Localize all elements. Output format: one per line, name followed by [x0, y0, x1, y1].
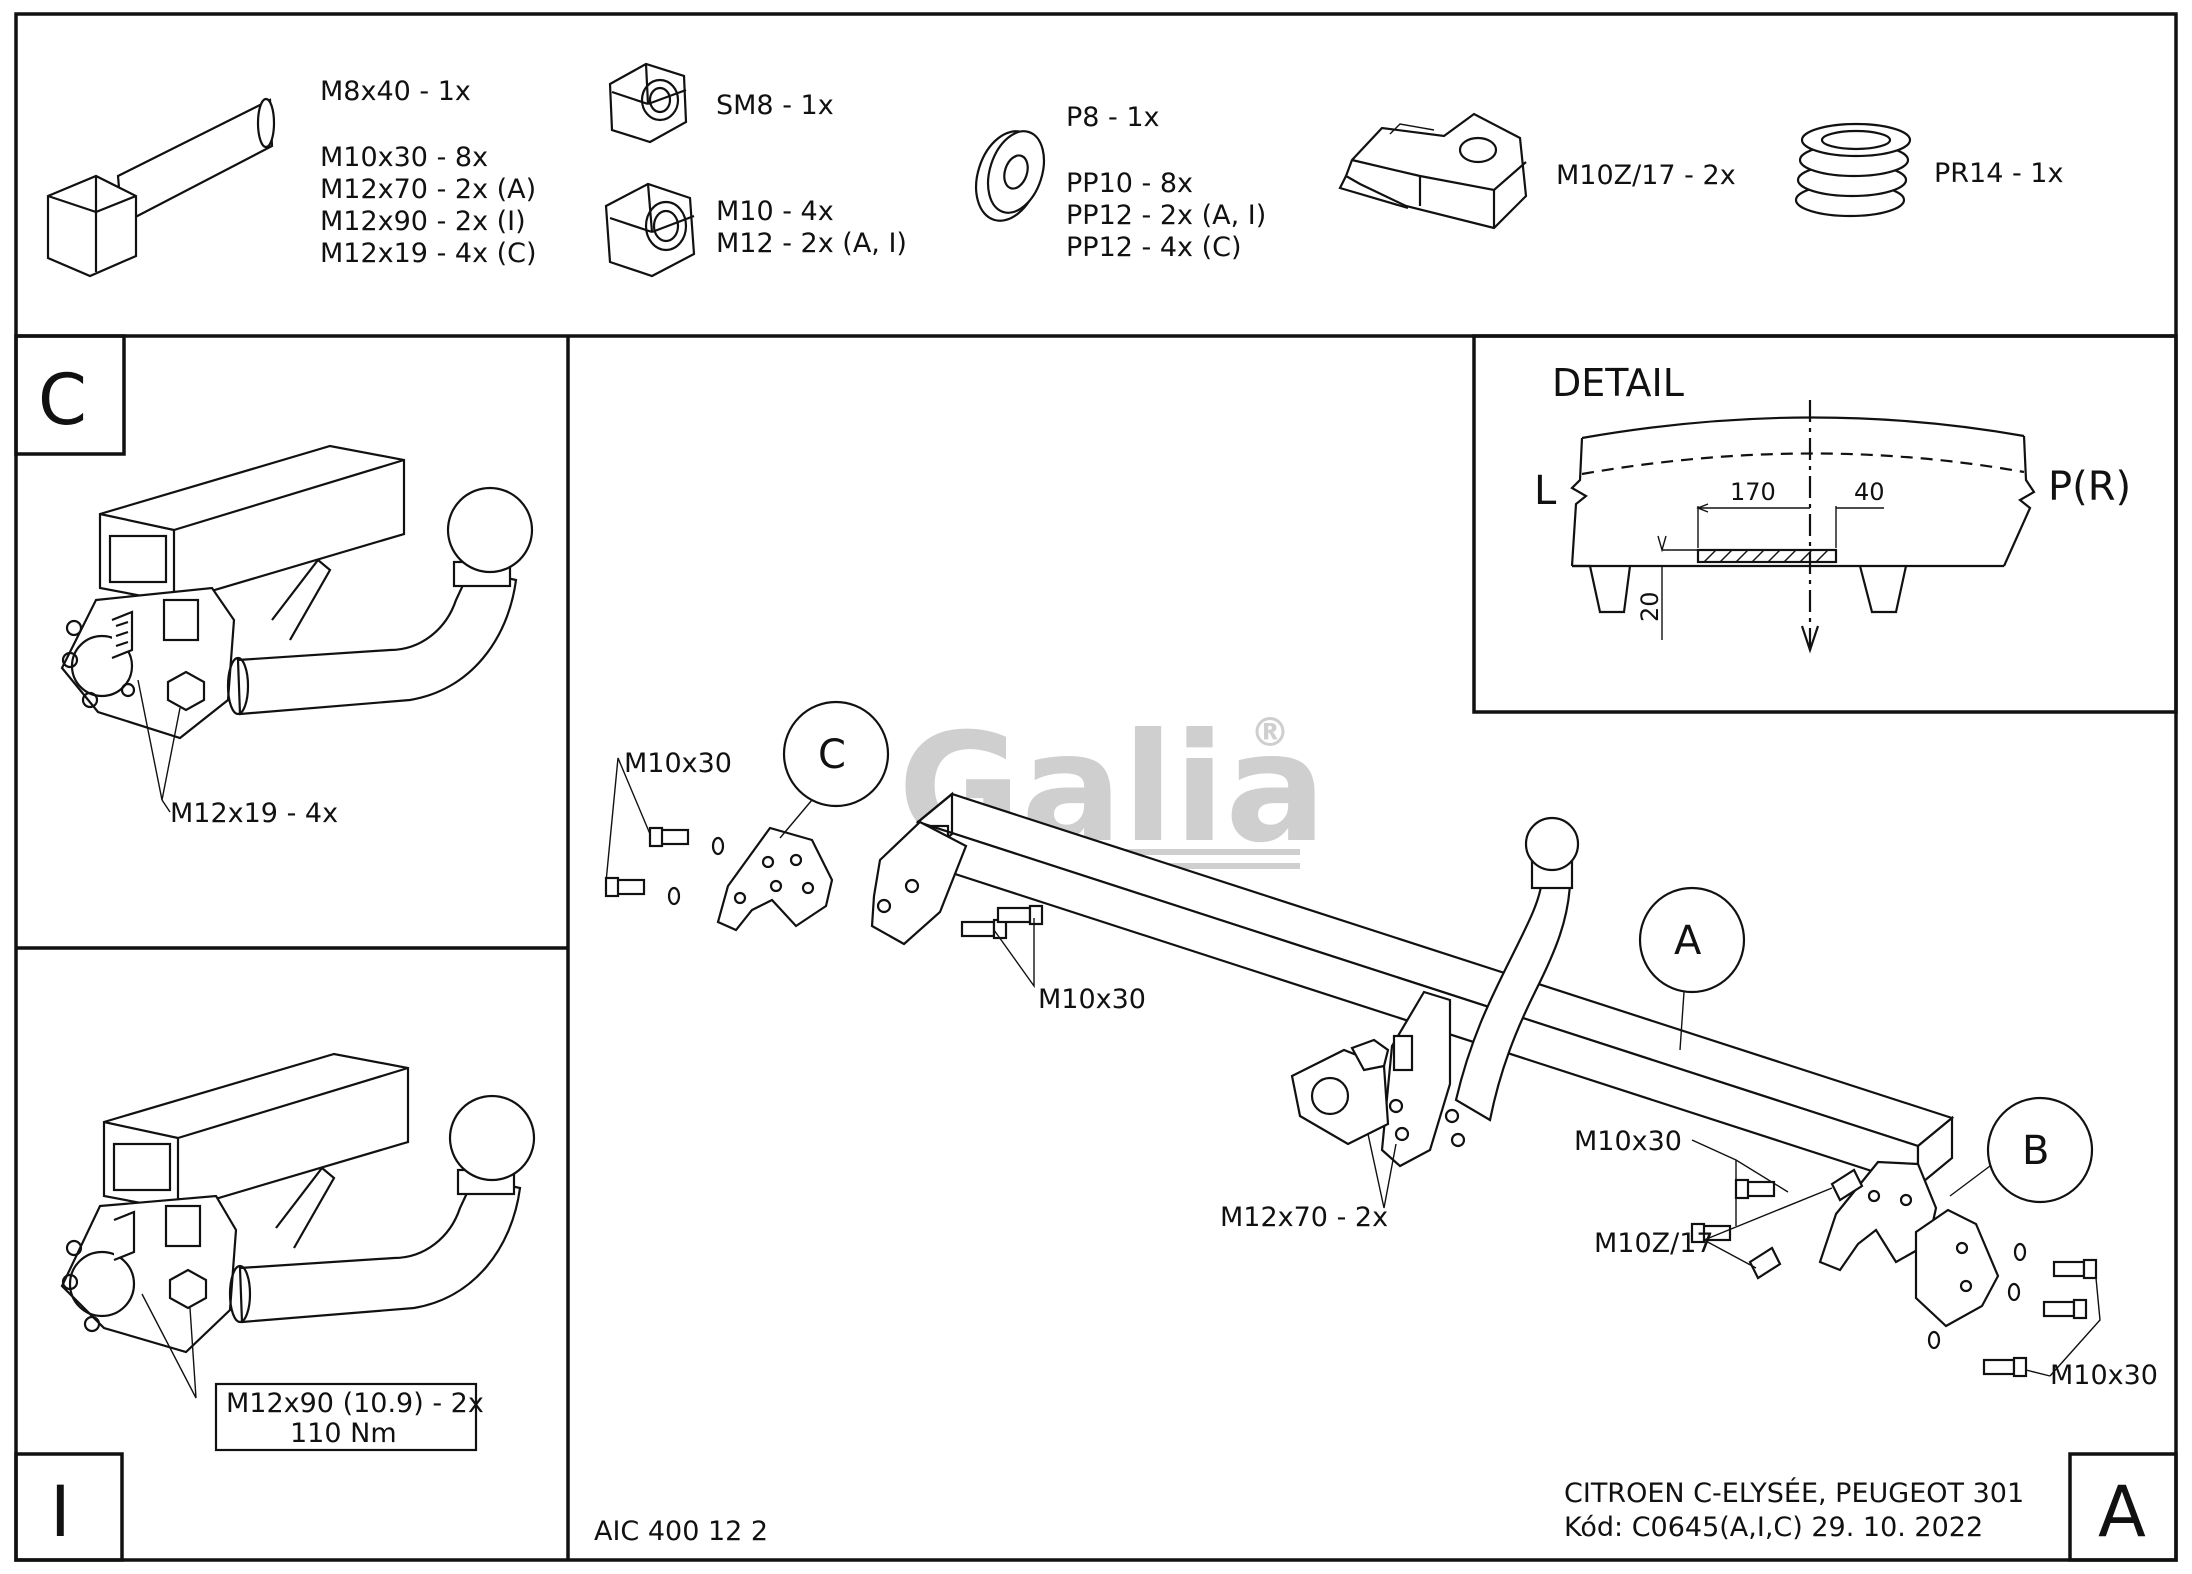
label-bolt-right-bottom: M10x30 [2050, 1360, 2158, 1391]
detail-title: DETAIL [1552, 361, 1684, 405]
vehicle-name: CITROEN C-ELYSÉE, PEUGEOT 301 [1564, 1477, 2024, 1509]
part-washer-line-3: PP12 - 2x (A, I) [1066, 200, 1266, 231]
part-bolt-line-3: M12x70 - 2x (A) [320, 174, 536, 205]
callout-a-leader [1679, 991, 1685, 1051]
callout-circle-c [782, 700, 890, 808]
detail-dim-20: 20 [1636, 591, 1664, 622]
callout-c-letter: C [818, 732, 846, 778]
part-bolt-line-5: M12x19 - 4x (C) [320, 238, 537, 269]
callout-b-leader [1949, 1165, 1991, 1197]
left-bracket [870, 820, 968, 946]
part-nut-line-1: M10 - 4x [716, 196, 834, 227]
part-bolt-line-2: M10x30 - 8x [320, 142, 488, 173]
label-cage-nut: M10Z/17 [1594, 1228, 1714, 1259]
label-bolt-left-bottom: M10x30 [1038, 984, 1146, 1015]
callout-b-letter: B [2022, 1128, 2049, 1174]
detail-bumper-section [1570, 400, 2036, 654]
detail-dim-170: 170 [1730, 478, 1776, 506]
nut-icon [604, 182, 696, 278]
callout-a-letter: A [1674, 918, 1702, 964]
part-washer-line-2: PP10 - 8x [1066, 168, 1193, 199]
detail-dim-40: 40 [1854, 478, 1885, 506]
panel-i-torque: 110 Nm [290, 1418, 397, 1449]
panel-i-letter-box [14, 1452, 124, 1562]
leader-cage-nut-2 [1703, 1239, 1757, 1269]
part-bolt-line-1: M8x40 - 1x [320, 76, 471, 107]
corner-letter: A [2098, 1471, 2146, 1553]
kod-line: Kód: C0645(A,I,C) 29. 10. 2022 [1564, 1512, 1983, 1543]
bolt-icon [46, 97, 276, 278]
washer-icon [975, 130, 1046, 222]
callout-c-leader [779, 799, 813, 839]
panel-i-towbar-illustration [60, 1052, 536, 1354]
label-bolt-left-top: M10x30 [624, 748, 732, 779]
part-cage-nut: M10Z/17 - 2x [1556, 160, 1736, 191]
callout-circle-b [1986, 1096, 2094, 1204]
label-bolt-right-top: M10x30 [1574, 1126, 1682, 1157]
panel-c-letter: C [38, 359, 87, 441]
panel-i-leader [141, 1293, 197, 1399]
leader-right-bottom [2049, 1277, 2101, 1377]
corner-letter-box [2068, 1452, 2178, 1562]
part-spring-washer: PR14 - 1x [1934, 158, 2063, 189]
part-washer-line-4: PP12 - 4x (C) [1066, 232, 1242, 263]
part-washer-line-1: P8 - 1x [1066, 102, 1160, 133]
detail-left-label: L [1534, 468, 1557, 514]
watermark-reg-mark: ® [1250, 710, 1290, 756]
product-code: AIC 400 12 2 [594, 1516, 768, 1547]
cage-nuts [1748, 1168, 1864, 1280]
panel-c-towbar-illustration [60, 444, 534, 740]
label-bolt-ball-mount: M12x70 - 2x [1220, 1202, 1388, 1233]
callout-circle-a [1638, 886, 1746, 994]
outer-frame [14, 12, 2178, 1562]
part-bolt-line-4: M12x90 - 2x (I) [320, 206, 526, 237]
panel-c-bolt-label: M12x19 - 4x [170, 798, 338, 829]
self-lock-nut-icon [608, 62, 688, 144]
leader-left-top [605, 757, 651, 883]
leader-ball-mount [1367, 1133, 1397, 1209]
panel-c-leader-2 [161, 799, 171, 813]
leader-right-bottom-2 [2025, 1369, 2051, 1377]
detail-right-label: P(R) [2048, 464, 2131, 510]
cage-nut-icon [1338, 112, 1528, 230]
panel-i-letter: I [50, 1471, 71, 1553]
bolts-right [1690, 1178, 2098, 1378]
panel-i-bolt-label: M12x90 (10.9) - 2x [226, 1388, 484, 1419]
panel-i-label-box [214, 1382, 478, 1452]
ball-mount [1290, 816, 1580, 1168]
part-nut-line-2: M12 - 2x (A, I) [716, 228, 907, 259]
panel-c-letter-box [14, 334, 126, 456]
leader-left-bottom [993, 918, 1035, 989]
bolts-left [604, 826, 1044, 940]
part-self-lock-nut: SM8 - 1x [716, 90, 834, 121]
detail-frame [1472, 334, 2178, 714]
bracket-b [1818, 1160, 2000, 1328]
leader-cage-nut [1703, 1187, 1833, 1241]
bracket-c [716, 826, 834, 932]
spring-washer-icon [1794, 122, 1912, 218]
